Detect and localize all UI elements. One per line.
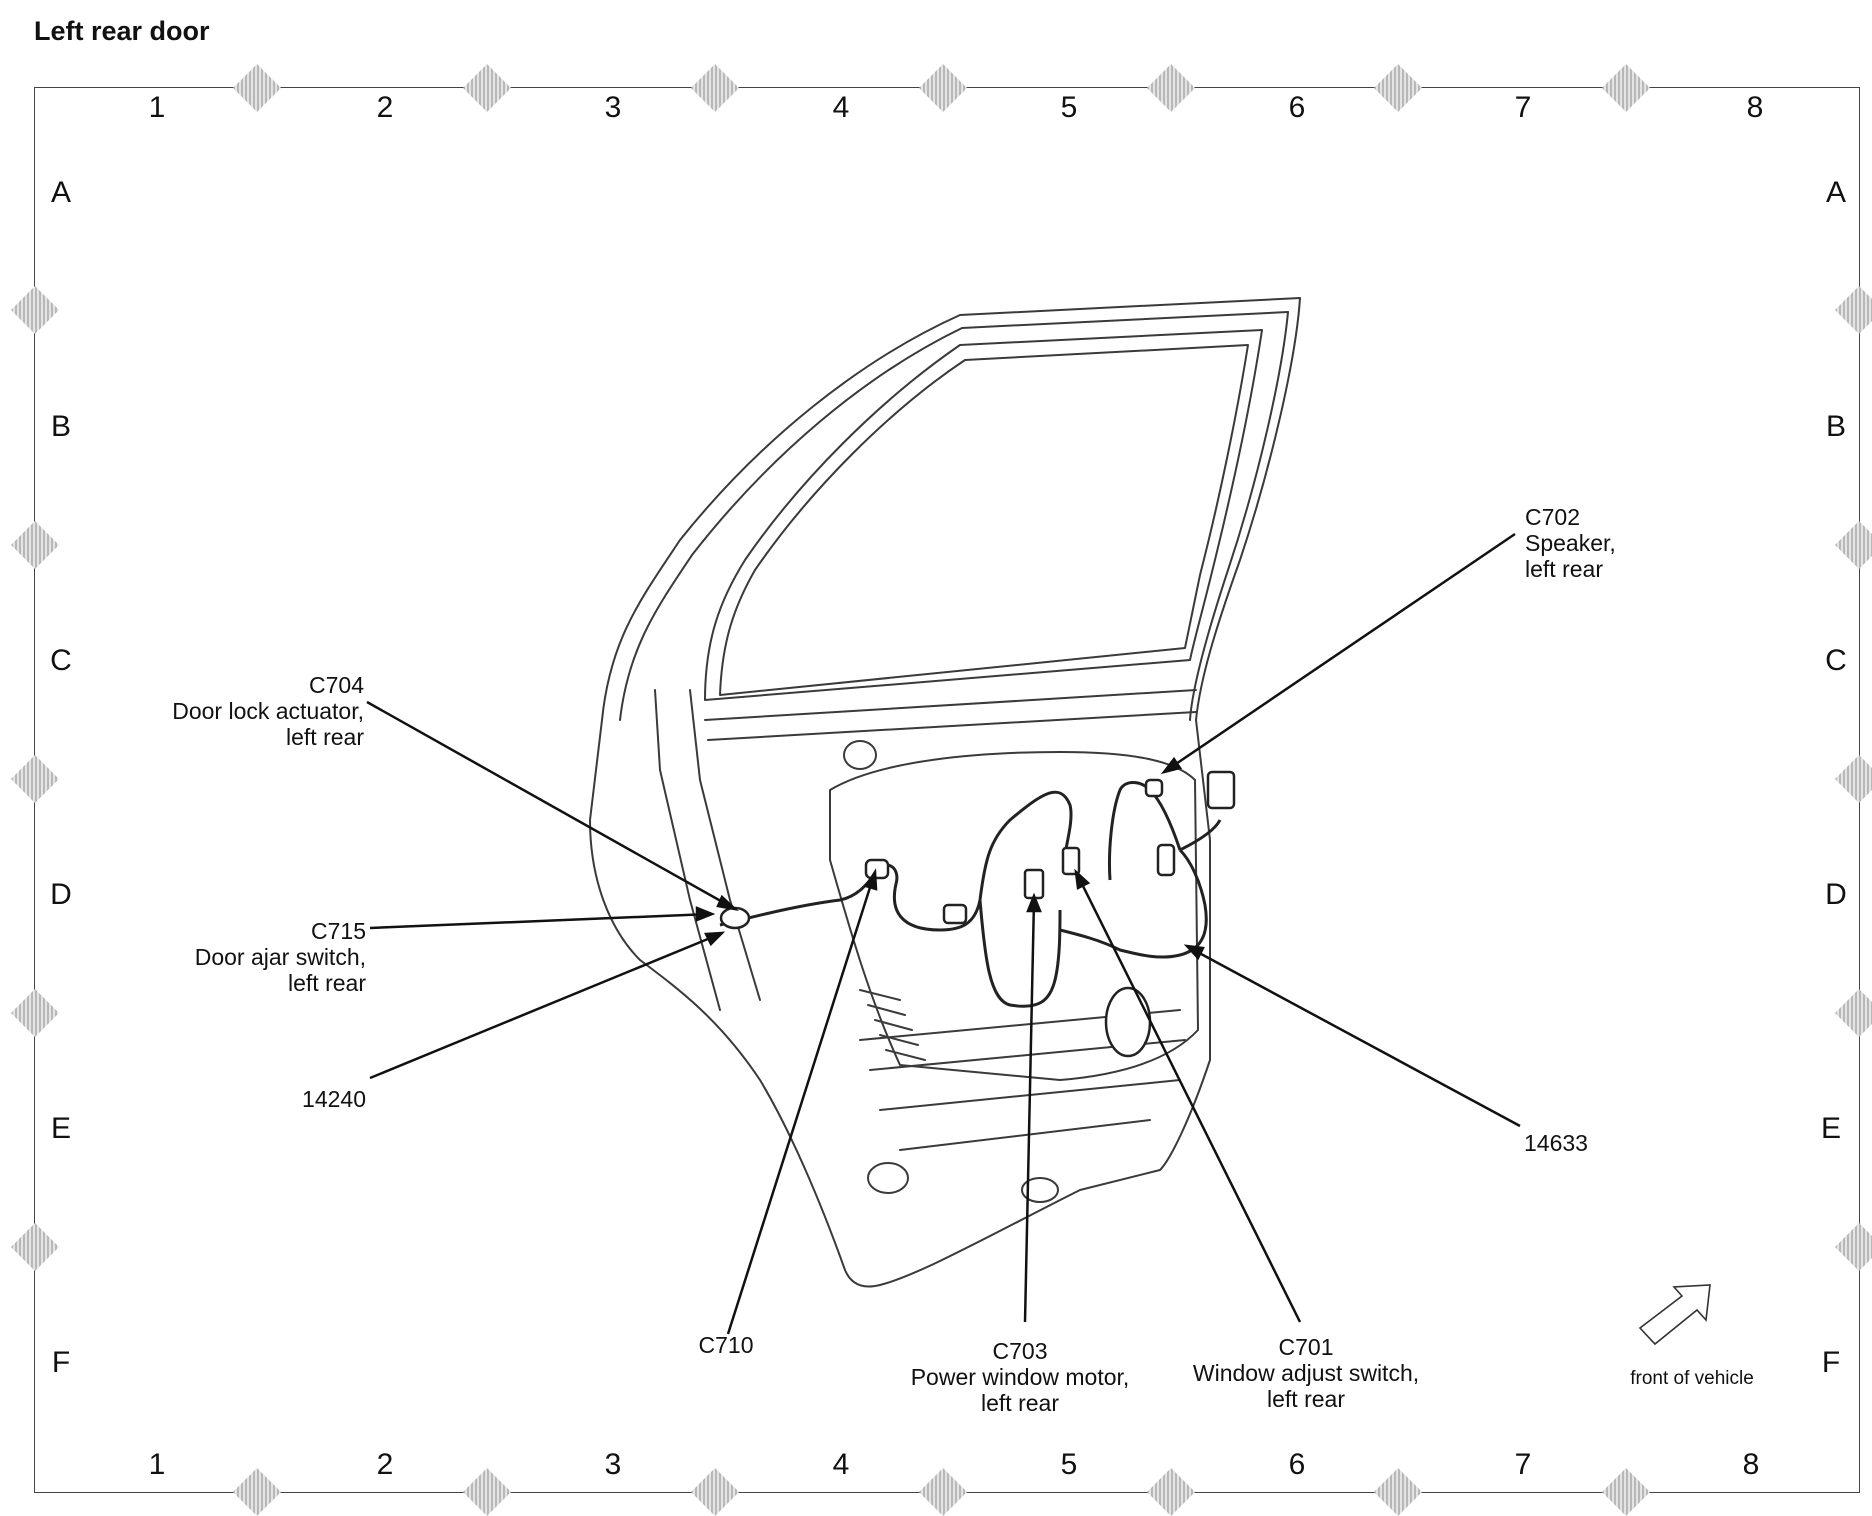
col-label-8: 8	[1746, 91, 1764, 124]
col-label-4: 4	[832, 1448, 850, 1481]
connector-side-icon	[1156, 843, 1176, 877]
callout-c702-line1: Speaker,	[1525, 530, 1616, 556]
front-arrow-icon	[1638, 1284, 1711, 1346]
callout-c704-code: C704	[309, 672, 364, 698]
row-label-a: A	[50, 176, 72, 209]
callout-c715-line2: left rear	[288, 970, 366, 996]
col-label-7: 7	[1514, 91, 1532, 124]
leader-14633-arrowhead	[1183, 944, 1205, 961]
leader-c702	[1166, 532, 1516, 772]
callout-14633: 14633	[1524, 1130, 1588, 1156]
callout-c704-line2: left rear	[286, 724, 364, 750]
connector-c701-icon	[1061, 846, 1081, 876]
col-label-3: 3	[604, 91, 622, 124]
row-label-c: C	[50, 644, 72, 677]
speaker-icon	[1104, 986, 1152, 1058]
callout-c710-code: C710	[698, 1332, 754, 1358]
leader-c710	[726, 877, 875, 1335]
connector-c702-icon	[1144, 778, 1164, 798]
wiring-harness	[719, 781, 1222, 1008]
col-label-4: 4	[832, 91, 850, 124]
page-title: Left rear door	[34, 16, 210, 46]
callout-c715-code: C715	[311, 918, 366, 944]
callout-c701-line2: left rear	[1267, 1386, 1345, 1412]
callout-14633-code: 14633	[1524, 1130, 1588, 1156]
row-label-d: D	[1825, 878, 1847, 911]
callout-14240: 14240	[236, 1086, 366, 1112]
leader-c702-arrowhead	[1160, 756, 1183, 775]
front-of-vehicle-label: front of vehicle	[1630, 1368, 1754, 1389]
leader-c704-arrowhead	[716, 894, 739, 911]
connector-harness-icon	[1206, 770, 1236, 810]
callout-c701: C701 Window adjust switch, left rear	[1193, 1334, 1419, 1412]
leader-14240	[369, 932, 721, 1080]
col-label-1: 1	[148, 1448, 166, 1481]
col-label-7: 7	[1514, 1448, 1532, 1481]
row-label-e: E	[1820, 1112, 1842, 1145]
callout-c710: C710	[699, 1332, 754, 1358]
row-label-b: B	[50, 410, 72, 443]
callout-c715: C715 Door ajar switch, left rear	[136, 918, 366, 996]
connectors	[719, 770, 1236, 1058]
col-label-5: 5	[1060, 1448, 1078, 1481]
leader-c701-arrowhead	[1074, 868, 1091, 890]
leader-c704	[366, 700, 736, 911]
row-label-f: F	[1821, 1346, 1841, 1379]
row-label-b: B	[1825, 410, 1847, 443]
connector-c704-icon	[719, 906, 751, 930]
leader-c703-arrowhead	[1026, 892, 1042, 913]
leader-c701	[1076, 875, 1302, 1323]
col-label-6: 6	[1288, 91, 1306, 124]
col-label-3: 3	[604, 1448, 622, 1481]
leader-c715	[369, 912, 711, 930]
leader-14240-arrowhead	[704, 931, 726, 947]
col-label-5: 5	[1060, 91, 1078, 124]
row-label-e: E	[50, 1112, 72, 1145]
col-label-6: 6	[1288, 1448, 1306, 1481]
connector-inline-icon	[942, 903, 968, 925]
callout-c703: C703 Power window motor, left rear	[911, 1338, 1130, 1416]
callout-c701-code: C701	[1278, 1334, 1334, 1360]
leader-lines	[366, 532, 1521, 1335]
row-label-a: A	[1825, 176, 1847, 209]
leader-14633	[1189, 946, 1521, 1128]
row-label-d: D	[50, 878, 72, 911]
col-label-8: 8	[1742, 1448, 1760, 1481]
callout-c704-line1: Door lock actuator,	[172, 698, 364, 724]
leader-c715-arrowhead	[695, 906, 716, 922]
callout-c702-line2: left rear	[1525, 556, 1603, 582]
door-panel-outline	[589, 297, 1301, 1288]
row-label-f: F	[51, 1346, 71, 1379]
callout-c715-line1: Door ajar switch,	[194, 944, 366, 970]
leader-c703	[1023, 899, 1036, 1323]
callout-c703-code: C703	[992, 1338, 1048, 1364]
callout-c704: C704 Door lock actuator, left rear	[136, 672, 364, 750]
col-label-1: 1	[148, 91, 166, 124]
callout-c702-code: C702	[1525, 504, 1580, 530]
row-label-c: C	[1825, 644, 1847, 677]
callout-c701-line1: Window adjust switch,	[1192, 1360, 1420, 1386]
callout-c703-line2: left rear	[981, 1390, 1059, 1416]
col-label-2: 2	[376, 91, 394, 124]
callout-14240-code: 14240	[302, 1086, 366, 1112]
callout-c702: C702 Speaker, left rear	[1525, 504, 1616, 582]
col-label-2: 2	[376, 1448, 394, 1481]
callout-c703-line1: Power window motor,	[910, 1364, 1130, 1390]
leader-c710-arrowhead	[864, 868, 878, 891]
connector-c710-icon	[864, 858, 890, 880]
